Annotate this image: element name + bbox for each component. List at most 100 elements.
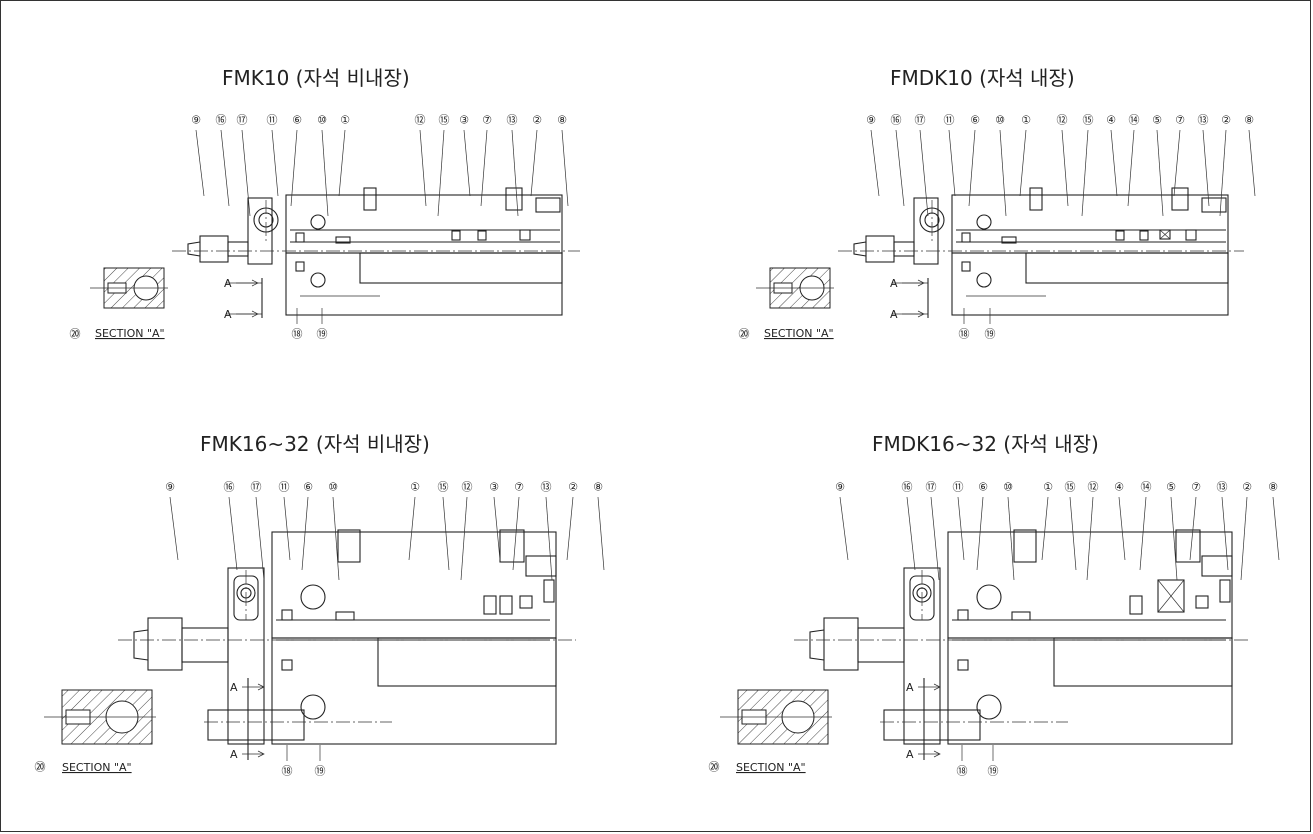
svg-text:⑲: ⑲ [985,328,996,341]
callout-fmdk10-2: ⑰ [915,114,926,127]
callout-fmk10-1: ⑯ [216,114,227,127]
callout-fmdk10-6: ① [1021,114,1031,127]
svg-text:③: ③ [489,481,499,494]
svg-text:⑧: ⑧ [557,114,567,127]
leader-fmdk16-2 [930,496,940,581]
leader-fmk10-5 [321,129,329,217]
callout-fmk16-6: ① [410,481,420,494]
svg-text:⑥: ⑥ [292,114,302,127]
leader-fmdk10-5 [999,129,1007,217]
callout-fmk10-2: ⑰ [237,114,248,127]
callout-fmk16-11: ⑬ [541,481,552,494]
leader-fmdk16-6 [1041,496,1049,561]
leader-fmk16-9 [493,496,501,561]
leader-fmk16-5 [332,496,340,581]
leader-fmdk16-15 [1272,496,1280,561]
svg-text:⑯: ⑯ [902,481,913,494]
leader-fmdk16-14 [1240,496,1248,581]
callout-fmdk16-3: ⑪ [953,481,964,494]
section-arrow-fmk16-0 [242,683,265,691]
leader-fmdk16-12 [1189,496,1197,561]
svg-text:⑪: ⑪ [953,481,964,494]
svg-text:⑬: ⑬ [541,481,552,494]
panel-title-fmdk10: FMDK10 (자석 내장) [890,66,1075,90]
leader-fmk16-1 [228,496,238,571]
callout-fmdk10-12: ⑦ [1175,114,1185,127]
panel-title-fmk10: FMK10 (자석 비내장) [222,66,410,90]
leader-fmdk10-12 [1173,129,1181,197]
svg-text:⑤: ⑤ [1166,481,1176,494]
drawing-fmk10 [90,187,580,318]
callout-fmk10-12: ② [532,114,542,127]
section-mark-fmdk16-1: A [906,748,914,761]
svg-text:⑨: ⑨ [165,481,175,494]
leader-fmdk10-15 [1248,129,1256,197]
leader-fmk16-0 [169,496,179,561]
leader-fmk10-1 [220,129,230,207]
callout-fmdk10-15: ⑧ [1244,114,1254,127]
svg-text:④: ④ [1106,114,1116,127]
section-mark-fmdk16-0: A [906,681,914,694]
callout-fmk16-7: ⑮ [438,481,449,494]
leader-fmdk10-2 [919,129,929,217]
leader-fmdk10-3 [948,129,956,197]
callout-fmdk10-8: ⑮ [1083,114,1094,127]
svg-text:⑩: ⑩ [328,481,338,494]
leader-fmdk10-11 [1156,129,1164,217]
svg-text:⑱: ⑱ [959,328,970,341]
svg-text:⑩: ⑩ [317,114,327,127]
leader-fmdk16-9 [1118,496,1126,561]
callout-fmk16-5: ⑩ [328,481,338,494]
panel-title-fmdk16: FMDK16~32 (자석 내장) [872,432,1099,456]
callout-fmk16-bottom-0: ⑱ [282,765,293,778]
callout-fmdk16-8: ⑫ [1088,481,1099,494]
leader-fmdk10-4 [968,129,976,207]
leader-fmk10-8 [437,129,445,217]
svg-text:⑦: ⑦ [1191,481,1201,494]
svg-text:⑥: ⑥ [303,481,313,494]
callout-fmk10-bottom-0: ⑱ [292,328,303,341]
svg-text:②: ② [1221,114,1231,127]
svg-text:⑲: ⑲ [988,765,999,778]
svg-text:⑩: ⑩ [995,114,1005,127]
callout-fmdk16-5: ⑩ [1003,481,1013,494]
section-label-fmk16: SECTION "A" [62,761,132,774]
svg-text:⑰: ⑰ [915,114,926,127]
panel-title-fmk16: FMK16~32 (자석 비내장) [200,432,430,456]
callout-fmk10-6: ① [340,114,350,127]
callout-fmdk16-11: ⑤ [1166,481,1176,494]
section-arrow-fmdk16-0 [918,683,941,691]
section-mark-fmk16-0: A [230,681,238,694]
section-mark-fmk10-1: A [224,308,232,321]
callout-fmk16-3: ⑪ [279,481,290,494]
section-label-fmk10: SECTION "A" [95,327,165,340]
callout-fmk16-9: ③ [489,481,499,494]
section-arrow-fmk10-0 [236,279,259,287]
svg-text:⑫: ⑫ [415,114,426,127]
svg-text:⑮: ⑮ [438,481,449,494]
callout-fmdk10-7: ⑫ [1057,114,1068,127]
svg-text:①: ① [1021,114,1031,127]
callout-fmk16-section: ⑳ [35,761,46,774]
callout-fmdk16-14: ② [1242,481,1252,494]
drawing-fmdk16 [720,529,1250,760]
callout-fmk16-8: ⑫ [462,481,473,494]
callout-fmk10-13: ⑧ [557,114,567,127]
callout-fmdk16-10: ⑭ [1141,481,1152,494]
svg-text:③: ③ [459,114,469,127]
leader-fmk10-7 [419,129,427,207]
callout-fmdk16-4: ⑥ [978,481,988,494]
callout-fmk10-bottom-1: ⑲ [317,328,328,341]
section-mark-fmk16-1: A [230,748,238,761]
svg-text:⑫: ⑫ [1057,114,1068,127]
section-label-fmdk16: SECTION "A" [736,761,806,774]
leader-fmdk10-6 [1019,129,1027,197]
leader-fmk16-6 [408,496,416,561]
svg-text:①: ① [340,114,350,127]
leader-fmdk10-8 [1081,129,1089,217]
svg-text:⑰: ⑰ [251,481,262,494]
leader-fmk16-8 [460,496,468,581]
svg-text:②: ② [568,481,578,494]
